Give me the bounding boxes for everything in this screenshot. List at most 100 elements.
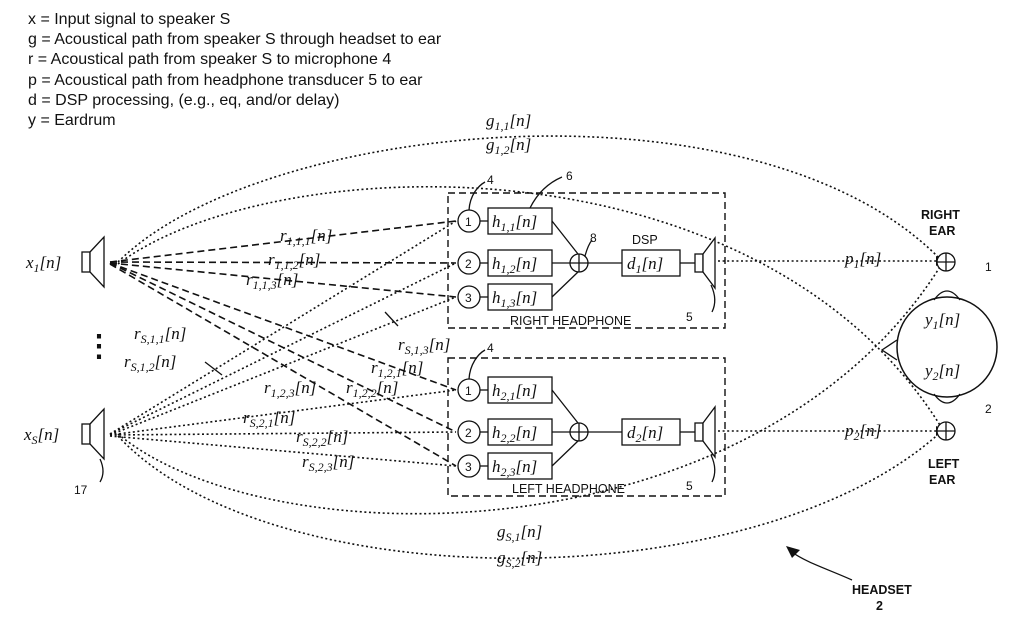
legend-p: p = Acoustical path from headphone trans… bbox=[28, 71, 423, 89]
label-r121: r1,2,1[n] bbox=[371, 358, 423, 380]
mic-number: 3 bbox=[465, 291, 472, 305]
path-g12 bbox=[117, 186, 944, 431]
speaker-xS-icon bbox=[81, 407, 105, 461]
label-rS23: rS,2,3[n] bbox=[302, 452, 354, 474]
path-rS21 bbox=[109, 389, 457, 436]
label-h21: h2,1[n] bbox=[492, 381, 537, 403]
mic-number: 2 bbox=[465, 257, 472, 271]
label-rS11: rS,1,1[n] bbox=[134, 324, 186, 346]
left-headphone-circuit bbox=[457, 376, 716, 480]
legend-g: g = Acoustical path from speaker S throu… bbox=[28, 31, 442, 49]
leader-transducer-right bbox=[710, 284, 716, 313]
headset-label-line1: HEADSET bbox=[852, 583, 912, 597]
ref-filter-bank: 6 bbox=[566, 169, 573, 183]
label-rS13: rS,1,3[n] bbox=[398, 335, 450, 357]
headset-arrow bbox=[791, 551, 853, 581]
path-r121 bbox=[109, 262, 457, 391]
headset-label-line2: 2 bbox=[876, 599, 883, 613]
path-r122 bbox=[109, 262, 457, 433]
label-r122: r1,2,2[n] bbox=[346, 378, 398, 400]
label-d1: d1[n] bbox=[627, 254, 663, 276]
label-r123: r1,2,3[n] bbox=[264, 378, 316, 400]
leader-rS13 bbox=[384, 311, 399, 327]
label-g12: g1,2[n] bbox=[486, 135, 531, 157]
label-gS2: gS,2[n] bbox=[497, 548, 542, 570]
right-ear-label-line2: EAR bbox=[929, 224, 955, 238]
left-ear-label-line1: LEFT bbox=[928, 457, 960, 471]
path-gS1 bbox=[117, 261, 944, 515]
leader-speaker bbox=[99, 458, 104, 483]
ref-mic-left: 4 bbox=[487, 341, 494, 355]
leader-rS12 bbox=[204, 361, 223, 376]
box-labels: RIGHT HEADPHONE LEFT HEADPHONE DSP bbox=[510, 233, 658, 496]
path-rS22 bbox=[109, 431, 457, 436]
mic-number: 2 bbox=[465, 426, 472, 440]
mic-number: 3 bbox=[465, 460, 472, 474]
ref-transducer-left: 5 bbox=[686, 479, 693, 493]
legend-y: y = Eardrum bbox=[28, 112, 116, 130]
label-gS1: gS,1[n] bbox=[497, 522, 542, 544]
legend-r: r = Acoustical path from speaker S to mi… bbox=[28, 51, 392, 69]
ref-ear-right: 1 bbox=[985, 260, 992, 274]
label-d2: d2[n] bbox=[627, 423, 663, 445]
legend-x: x = Input signal to speaker S bbox=[28, 11, 231, 28]
label-g11: g1,1[n] bbox=[486, 111, 531, 133]
ref-summer: 8 bbox=[590, 231, 597, 245]
label-r113: r1,1,3[n] bbox=[246, 270, 298, 292]
leader-transducer-left bbox=[710, 454, 716, 483]
ellipsis: ⋮ bbox=[84, 330, 114, 363]
dsp-label: DSP bbox=[632, 233, 658, 247]
right-headphone-label: RIGHT HEADPHONE bbox=[510, 314, 631, 328]
ref-transducer-right: 5 bbox=[686, 310, 693, 324]
path-r123 bbox=[109, 263, 457, 467]
leader-summer bbox=[584, 239, 593, 257]
ref-speaker: 17 bbox=[74, 483, 88, 497]
speaker-x1-icon bbox=[81, 235, 105, 289]
label-rS21: rS,2,1[n] bbox=[243, 408, 295, 430]
mic-numbers: 1 2 3 1 2 3 bbox=[465, 215, 472, 474]
leader-filter-bank bbox=[529, 176, 563, 209]
path-r112 bbox=[109, 261, 457, 264]
right-ear-summer bbox=[936, 252, 956, 272]
legend-d: d = DSP processing, (e.g., eq, and/or de… bbox=[28, 91, 340, 109]
label-p2: p2[n] bbox=[844, 421, 881, 443]
path-r113 bbox=[109, 262, 457, 298]
mic-number: 1 bbox=[465, 384, 472, 398]
leader-mic-left bbox=[468, 349, 486, 380]
right-headphone-circuit bbox=[457, 207, 716, 311]
label-rS22: rS,2,2[n] bbox=[296, 427, 348, 449]
mic-number: 1 bbox=[465, 215, 472, 229]
label-h11: h1,1[n] bbox=[492, 212, 537, 234]
right-ear-label-line1: RIGHT bbox=[921, 208, 960, 222]
path-r111 bbox=[109, 220, 457, 263]
label-xS: xS[n] bbox=[23, 425, 59, 447]
headset-arrowhead bbox=[786, 546, 800, 558]
left-ear-label-line2: EAR bbox=[929, 473, 955, 487]
ref-mic-right: 4 bbox=[487, 173, 494, 187]
label-h13: h1,3[n] bbox=[492, 288, 537, 310]
path-gS2 bbox=[117, 429, 944, 560]
ear-labels: RIGHT EAR LEFT EAR HEADSET 2 bbox=[852, 208, 960, 613]
path-g11 bbox=[117, 135, 944, 263]
ref-ear-left: 2 bbox=[985, 402, 992, 416]
label-x1: x1[n] bbox=[25, 253, 61, 275]
label-p1: p1[n] bbox=[844, 249, 881, 271]
label-h23: h2,3[n] bbox=[492, 457, 537, 479]
left-headphone-box bbox=[447, 357, 726, 497]
right-headphone-box bbox=[447, 192, 726, 329]
label-h12: h1,2[n] bbox=[492, 254, 537, 276]
leader-mic-right bbox=[468, 181, 486, 211]
legend: x = Input signal to speaker S g = Acoust… bbox=[28, 10, 441, 131]
label-h22: h2,2[n] bbox=[492, 423, 537, 445]
left-ear-summer bbox=[936, 421, 956, 441]
label-r112: r1,1,2[n] bbox=[268, 250, 320, 272]
head-icon bbox=[880, 290, 998, 404]
path-rS11 bbox=[109, 220, 457, 435]
reference-numbers: 4 6 8 4 5 5 17 1 2 bbox=[74, 169, 992, 497]
label-r111: r1,1,1[n] bbox=[280, 226, 332, 248]
label-y2: y2[n] bbox=[923, 361, 960, 383]
label-y1: y1[n] bbox=[923, 310, 960, 332]
label-rS12: rS,1,2[n] bbox=[124, 352, 176, 374]
left-headphone-label: LEFT HEADPHONE bbox=[512, 482, 625, 496]
